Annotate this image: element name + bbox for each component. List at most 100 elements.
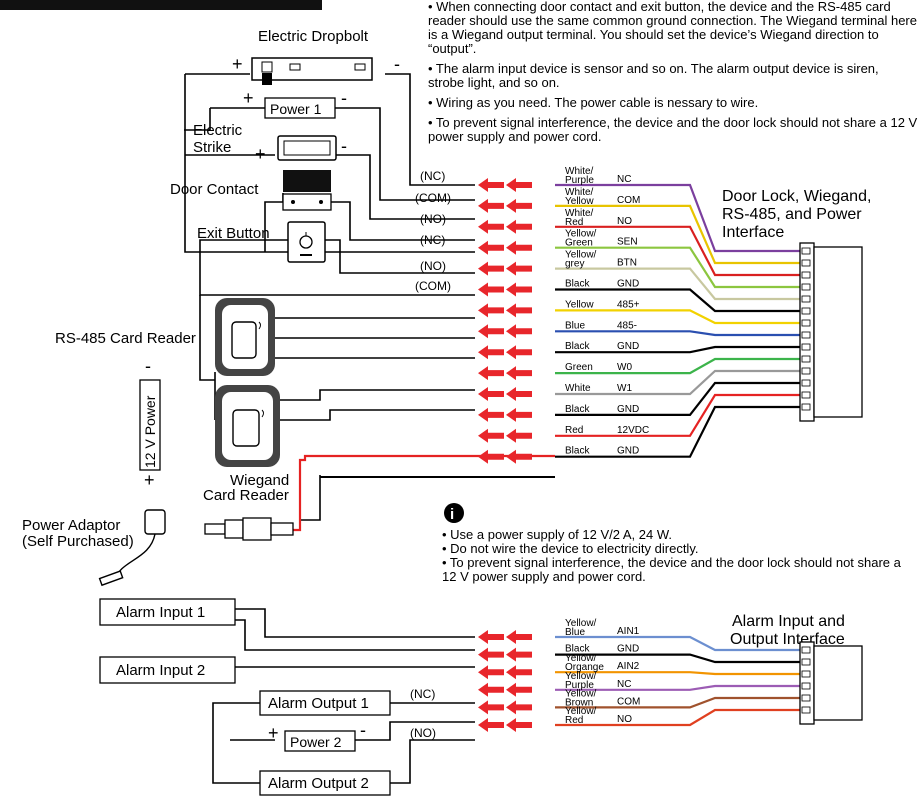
connection-arrow: [478, 718, 532, 732]
strike-label-2: Strike: [193, 139, 231, 156]
wire-line: [555, 635, 800, 652]
connector-pin: [801, 658, 811, 666]
dropbolt-icon: [251, 57, 373, 85]
top-notes: • When connecting door contact and exit …: [428, 0, 918, 150]
wire-line: [555, 369, 800, 396]
header-bar: [0, 0, 322, 10]
alarm-input2-label: Alarm Input 2: [116, 662, 205, 679]
connector-pin: [801, 355, 811, 363]
wire-color-label: White: [565, 383, 591, 394]
wire-color-label: Purple: [565, 175, 594, 186]
connection-arrow: [478, 407, 532, 422]
interface1-label-2: RS-485, and Power: [722, 206, 862, 223]
power-12v-box: [139, 379, 161, 471]
wire-line: [555, 381, 800, 416]
wire-pin-label: SEN: [617, 237, 638, 248]
connection-arrow: [478, 219, 532, 234]
wire-pin-label: W1: [617, 383, 632, 394]
power2-label: Power 2: [290, 734, 342, 750]
rs485-reader-icon: [215, 298, 275, 376]
exit-button-icon: [287, 221, 326, 263]
wire-pin-label: NO: [617, 216, 632, 227]
wire-color-label: Yellow/: [565, 671, 597, 682]
connection-arrow: [478, 345, 532, 360]
terminal-label: (COM): [415, 191, 451, 205]
wire-pin-label: 12VDC: [617, 425, 649, 436]
wiegand-reader-icon: [215, 385, 280, 467]
dc-connector-icon: [204, 517, 294, 541]
connection-arrow: [478, 240, 532, 255]
wire-line: [555, 288, 800, 313]
info-icon: [444, 503, 464, 523]
connector-pin: [801, 379, 811, 387]
terminal-label: (NC): [420, 233, 445, 247]
connector-plug: [813, 246, 863, 418]
wire-pin-label: NC: [617, 174, 631, 185]
connector-pin: [801, 331, 811, 339]
connection-arrow: [478, 665, 532, 680]
alarm-output2-label: Alarm Output 2: [268, 775, 369, 792]
power2-box: [284, 730, 356, 752]
wire-color-label: White/: [565, 208, 594, 219]
electric-strike-icon: [277, 135, 337, 161]
connection-arrow: [478, 178, 532, 192]
wire-pin-label: GND: [617, 279, 639, 290]
power-minus: -: [145, 356, 151, 376]
wire-line: [555, 696, 800, 709]
wire-pin-label: NO: [617, 714, 632, 725]
mid-note: • Use a power supply of 12 V/2 A, 24 W.: [442, 527, 673, 542]
connection-arrow: [478, 282, 532, 297]
alarm-output2-box: [259, 770, 391, 796]
connection-arrow: [478, 700, 532, 715]
interface-connector-2: [799, 641, 863, 725]
terminal-label: (NO): [420, 212, 446, 226]
connector-pin: [801, 694, 811, 702]
connector-pin: [801, 283, 811, 291]
wire-color-label: Blue: [565, 627, 585, 638]
wire-pin-label: AIN1: [617, 626, 640, 637]
connection-arrow: [478, 387, 532, 401]
connector-pin: [801, 706, 811, 714]
connector-pin: [801, 391, 811, 399]
connection-arrow: [478, 366, 532, 381]
wire-line: [555, 204, 800, 265]
connection-arrow: [478, 682, 532, 697]
connector-pin: [801, 403, 811, 411]
connection-arrow: [478, 449, 532, 464]
adaptor-label-1: Power Adaptor: [22, 517, 120, 534]
wire-color-label: White/: [565, 166, 594, 177]
wire-color-label: Yellow: [565, 196, 594, 207]
power1-label: Power 1: [270, 101, 322, 117]
wire-color-label: Black: [565, 404, 590, 415]
wire-line: [555, 309, 800, 325]
wire-color-label: grey: [565, 259, 584, 270]
terminal-label: (COM): [415, 279, 451, 293]
power1-box: [264, 97, 336, 119]
terminal-label: (NO): [420, 259, 446, 273]
connection-arrow: [478, 324, 532, 339]
mid-note: • To prevent signal interference, the de…: [442, 555, 901, 584]
wire-pin-label: GND: [617, 644, 639, 655]
wire-pin-label: W0: [617, 362, 632, 373]
wire-pin-label: AIN2: [617, 661, 640, 672]
wire-line: [555, 393, 800, 437]
wire-pin-label: GND: [617, 446, 639, 457]
connection-arrow: [478, 647, 532, 662]
wire-line: [555, 330, 800, 337]
wire-color-label: Organge: [565, 662, 604, 673]
connector-pin: [801, 367, 811, 375]
rs485-reader-label: RS-485 Card Reader: [55, 330, 196, 347]
wire-pin-label: GND: [617, 341, 639, 352]
interface2-label-2: Output Interface: [730, 631, 845, 648]
wire-color-label: White/: [565, 187, 594, 198]
wire-line: [555, 684, 800, 691]
power-wire: [293, 454, 555, 532]
wire-pin-label: GND: [617, 404, 639, 415]
wire-color-label: Red: [565, 217, 583, 228]
power-12v-label: 12 V Power: [142, 395, 158, 468]
connector-plug: [813, 645, 863, 721]
wire-line: [555, 225, 800, 277]
connector-pin: [801, 307, 811, 315]
